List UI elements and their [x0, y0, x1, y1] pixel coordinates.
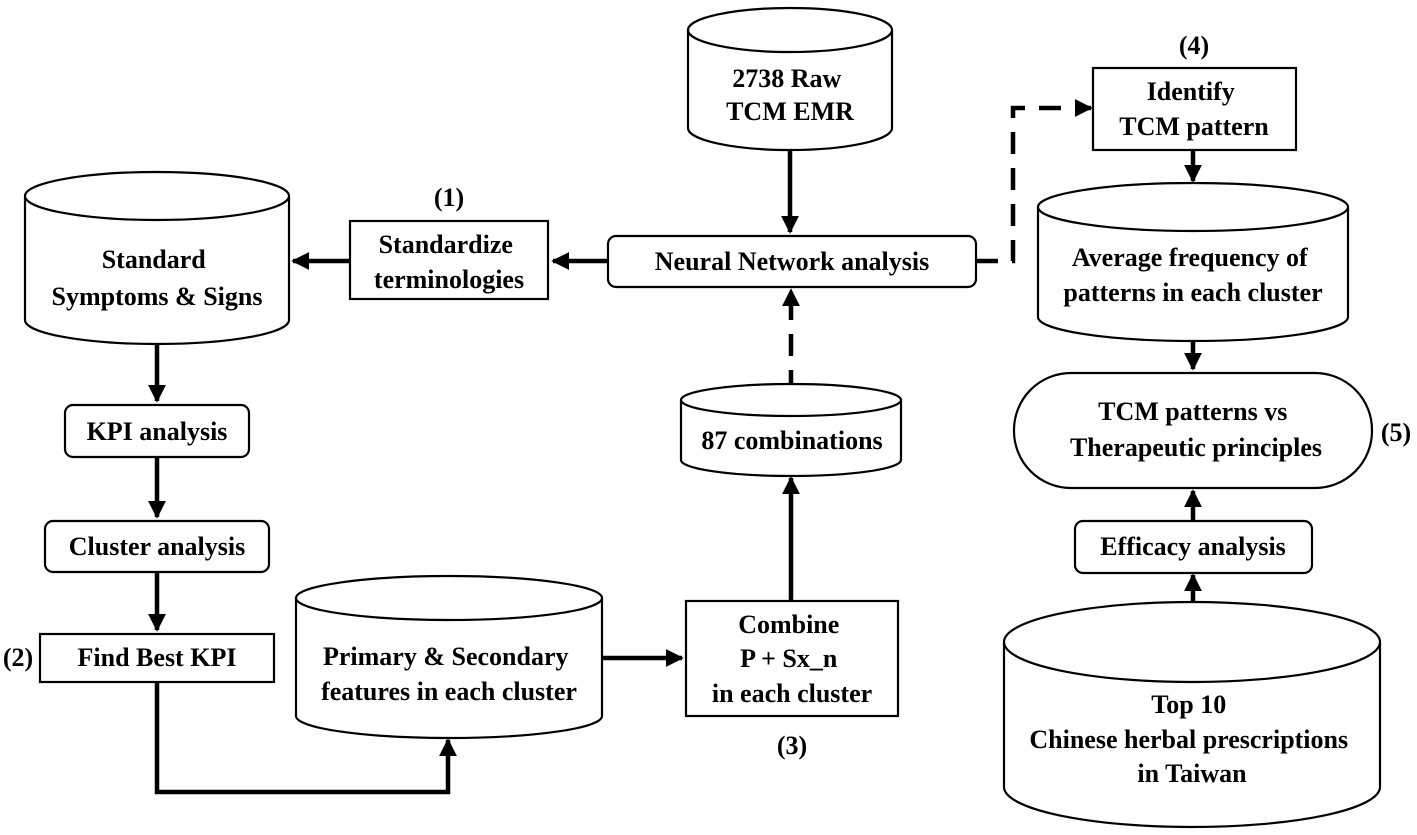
primary-secondary-line-1: Primary & Secondary [323, 642, 569, 671]
edge-find-best-kpi-to-primary-secondary [154, 682, 457, 795]
standard-symptoms-line-1: Standard [102, 245, 207, 274]
combine-label: Combine P + Sx_n in each cluster [712, 610, 872, 708]
patterns-vs-principles-line-1: TCM patterns vs [1098, 397, 1287, 426]
node-top10: Top 10 Chinese herbal prescriptions in T… [1002, 600, 1382, 829]
patterns-vs-principles-line-2: Therapeutic principles [1070, 433, 1322, 462]
find-best-kpi-label: Find Best KPI [78, 643, 237, 672]
node-standardize: Standardize terminologies [348, 219, 550, 301]
node-raw-emr: 2738 Raw TCM EMR [686, 6, 894, 152]
node-kpi-analysis: KPI analysis [63, 403, 251, 459]
raw-emr-line-1: 2738 Raw [732, 64, 841, 93]
neural-network-line-1: Neural Network analysis [655, 247, 929, 276]
efficacy-label: Efficacy analysis [1100, 532, 1286, 561]
primary-secondary-line-2: features in each cluster [321, 677, 577, 706]
step-label-5: (5) [1381, 418, 1411, 447]
patterns-vs-principles-label: TCM patterns vs Therapeutic principles [1070, 397, 1322, 462]
kpi-analysis-line-1: KPI analysis [87, 417, 228, 446]
combine-line-1: Combine [738, 610, 839, 639]
step-label-3: (3) [777, 731, 807, 760]
edge-neural-network-to-identify-pattern [976, 99, 1093, 264]
top10-line-2: Chinese herbal prescriptions [1029, 725, 1348, 754]
node-cluster-analysis: Cluster analysis [43, 519, 271, 574]
efficacy-line-1: Efficacy analysis [1100, 532, 1286, 561]
step-label-2: (2) [3, 643, 33, 672]
identify-pattern-label: Identify TCM pattern [1119, 77, 1269, 141]
find-best-kpi-line-1: Find Best KPI [78, 643, 237, 672]
raw-emr-label: 2738 Raw TCM EMR [726, 64, 854, 126]
node-patterns-vs-principles: TCM patterns vs Therapeutic principles [1012, 371, 1374, 490]
step-label-4: (4) [1179, 31, 1209, 60]
node-identify-pattern: Identify TCM pattern [1091, 66, 1298, 152]
average-frequency-line-2: patterns in each cluster [1063, 278, 1322, 307]
combinations-label: 87 combinations [701, 426, 882, 455]
step-label-1: (1) [434, 183, 464, 212]
primary-secondary-label: Primary & Secondary features in each clu… [321, 642, 577, 706]
combinations-line-1: 87 combinations [701, 426, 882, 455]
cluster-analysis-line-1: Cluster analysis [69, 532, 246, 561]
standard-symptoms-line-2: Symptoms & Signs [52, 282, 263, 311]
kpi-analysis-label: KPI analysis [87, 417, 228, 446]
node-neural-network: Neural Network analysis [606, 234, 978, 289]
node-combine: Combine P + Sx_n in each cluster [684, 599, 900, 718]
standard-symptoms-label: Standard Symptoms & Signs [52, 245, 263, 311]
node-find-best-kpi: Find Best KPI [38, 632, 276, 684]
combine-line-2: P + Sx_n [740, 644, 838, 673]
neural-network-label: Neural Network analysis [655, 247, 929, 276]
node-primary-secondary: Primary & Secondary features in each clu… [294, 574, 604, 740]
average-frequency-line-1: Average frequency of [1072, 243, 1308, 272]
node-combinations: 87 combinations [679, 382, 903, 478]
identify-pattern-line-1: Identify [1147, 77, 1235, 106]
standardize-line-2: terminologies [374, 265, 524, 294]
step-labels: (1) (2) (3) (4) (5) [3, 31, 1411, 760]
cluster-analysis-label: Cluster analysis [69, 532, 246, 561]
raw-emr-line-2: TCM EMR [726, 97, 854, 126]
standardize-line-1: Standardize [379, 230, 513, 259]
node-efficacy: Efficacy analysis [1073, 519, 1314, 575]
node-average-frequency: Average frequency of patterns in each cl… [1036, 181, 1350, 343]
combine-line-3: in each cluster [712, 679, 872, 708]
edges [148, 99, 1202, 795]
top10-line-3: in Taiwan [1137, 759, 1247, 788]
top10-label: Top 10 Chinese herbal prescriptions in T… [1029, 690, 1354, 788]
identify-pattern-line-2: TCM pattern [1119, 112, 1269, 141]
node-standard-symptoms: Standard Symptoms & Signs [23, 170, 291, 346]
standardize-label: Standardize terminologies [374, 230, 524, 294]
top10-line-1: Top 10 [1151, 690, 1226, 719]
average-frequency-label: Average frequency of patterns in each cl… [1063, 243, 1322, 307]
